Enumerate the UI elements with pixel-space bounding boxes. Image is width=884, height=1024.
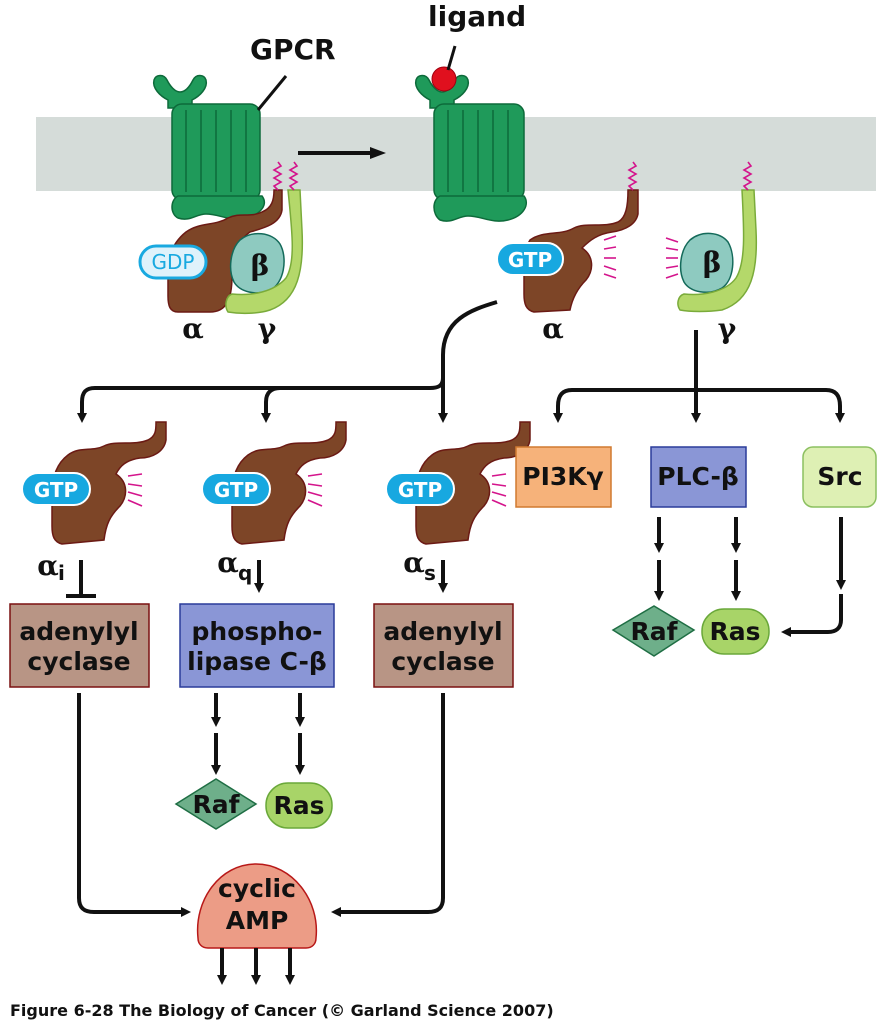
lipid-anchor-icon xyxy=(627,161,638,191)
alpha-s-subscript: s xyxy=(424,561,436,585)
gamma-label-active: γ xyxy=(718,312,737,345)
ras-pill xyxy=(265,782,333,829)
gamma-label-inactive: γ xyxy=(258,312,277,345)
raf-diamond xyxy=(174,778,258,830)
activation-tick-icon xyxy=(491,473,507,477)
gtp-badge xyxy=(201,472,271,506)
g-alpha-body xyxy=(415,421,531,545)
cyclic-amp-label-1: cyclic xyxy=(218,874,296,903)
activation-tick-icon xyxy=(491,499,507,507)
ras-label-right: Ras xyxy=(709,617,760,646)
activation-tick-icon xyxy=(307,499,323,507)
g-beta-gamma-branch-left xyxy=(553,388,696,423)
activation-tick-icon xyxy=(127,473,143,477)
g-alpha-branch-q xyxy=(261,386,281,423)
ras-label: Ras xyxy=(273,791,324,820)
alpha-i-subscript: i xyxy=(58,561,65,585)
phospholipase-label-2: lipase C-β xyxy=(187,647,327,676)
raf-diamond-right xyxy=(611,605,696,657)
alpha-label-inactive: α xyxy=(182,312,204,345)
gtp-badge xyxy=(385,472,455,506)
g-beta-gamma-branch-right xyxy=(696,388,845,423)
alpha-s-label: α xyxy=(403,546,425,579)
alpha-label-active: α xyxy=(542,312,564,345)
cyclic-amp-shape xyxy=(196,863,318,949)
cyclic-amp-label-2: AMP xyxy=(226,906,289,935)
inactive-gpcr xyxy=(152,74,266,220)
gtp-label: GTP xyxy=(214,478,258,502)
adenylyl-cyclase-s-label-1: adenylyl xyxy=(383,617,502,646)
active-g-beta-gamma: β xyxy=(665,161,758,313)
phospholipase-c-beta-box xyxy=(179,603,335,688)
activation-tick-icon xyxy=(491,483,507,487)
lipid-anchor-icon xyxy=(272,161,283,191)
raf-label: Raf xyxy=(193,790,241,819)
beta-label: β xyxy=(251,249,270,282)
activation-tick-icon xyxy=(307,483,323,487)
gdp-label: GDP xyxy=(152,250,195,274)
alpha-q-label: α xyxy=(217,546,239,579)
phospholipase-label-1: phospho- xyxy=(192,617,323,646)
activation-tick-icon xyxy=(127,491,143,497)
gdp-badge xyxy=(138,244,208,280)
ras-pill-right xyxy=(701,608,770,655)
gpcr-label: GPCR xyxy=(250,33,336,66)
adenylyl-cyclase-label-1: adenylyl xyxy=(19,617,138,646)
activation-tick-icon xyxy=(307,473,323,477)
src-box xyxy=(802,446,877,508)
gtp-label: GTP xyxy=(508,248,552,272)
ligand-label: ligand xyxy=(428,0,526,33)
inactive-g-protein: GDP β xyxy=(138,161,304,315)
adenylyl-cyclase-label-2: cyclase xyxy=(27,647,130,676)
adenylyl-cyclase-s-label-2: cyclase xyxy=(391,647,494,676)
g-alpha-s-subunit: GTP xyxy=(385,421,531,545)
alpha-q-subscript: q xyxy=(238,561,252,585)
activation-tick-icon xyxy=(307,491,323,497)
gtp-label: GTP xyxy=(34,478,78,502)
lipid-anchor-icon xyxy=(742,161,753,191)
gtp-badge xyxy=(21,472,91,506)
src-label: Src xyxy=(817,462,862,491)
g-alpha-i-subunit: GTP xyxy=(21,421,167,545)
ligand-pointer-line xyxy=(446,45,457,71)
adenylyl-cyclase-box-inhibited xyxy=(9,603,150,688)
figure-caption: Figure 6-28 The Biology of Cancer (© Gar… xyxy=(10,1001,554,1020)
g-gamma-subunit xyxy=(225,189,304,315)
gtp-label: GTP xyxy=(398,478,442,502)
activation-tick-icon xyxy=(127,483,143,487)
ligand-icon xyxy=(431,66,457,92)
g-alpha-subunit xyxy=(167,189,283,313)
plc-beta-box xyxy=(650,446,747,508)
pi3k-gamma-label: PI3Kγ xyxy=(522,462,603,491)
g-alpha-q-subunit: GTP xyxy=(201,421,347,545)
pi3k-gamma-box xyxy=(515,446,612,508)
plc-beta-label: PLC-β xyxy=(657,462,738,491)
activation-tick-icon xyxy=(127,499,143,507)
gpcr-pointer-line xyxy=(256,75,288,111)
lipid-anchor-icon xyxy=(288,161,299,191)
beta-label-active: β xyxy=(703,246,722,279)
g-alpha-body xyxy=(231,421,347,545)
g-alpha-body xyxy=(51,421,167,545)
active-g-alpha: GTP xyxy=(496,161,639,313)
raf-label-right: Raf xyxy=(631,617,679,646)
activation-tick-icon xyxy=(491,491,507,497)
adenylyl-cyclase-box-activated xyxy=(373,603,514,688)
g-alpha-branch-line xyxy=(77,300,498,423)
adenylyl-cyclase-to-camp-left xyxy=(77,693,191,917)
adenylyl-cyclase-to-camp-right xyxy=(331,693,445,917)
src-to-ras-arrow xyxy=(781,594,843,637)
gtp-badge xyxy=(496,242,564,276)
alpha-i-label: α xyxy=(37,549,59,582)
